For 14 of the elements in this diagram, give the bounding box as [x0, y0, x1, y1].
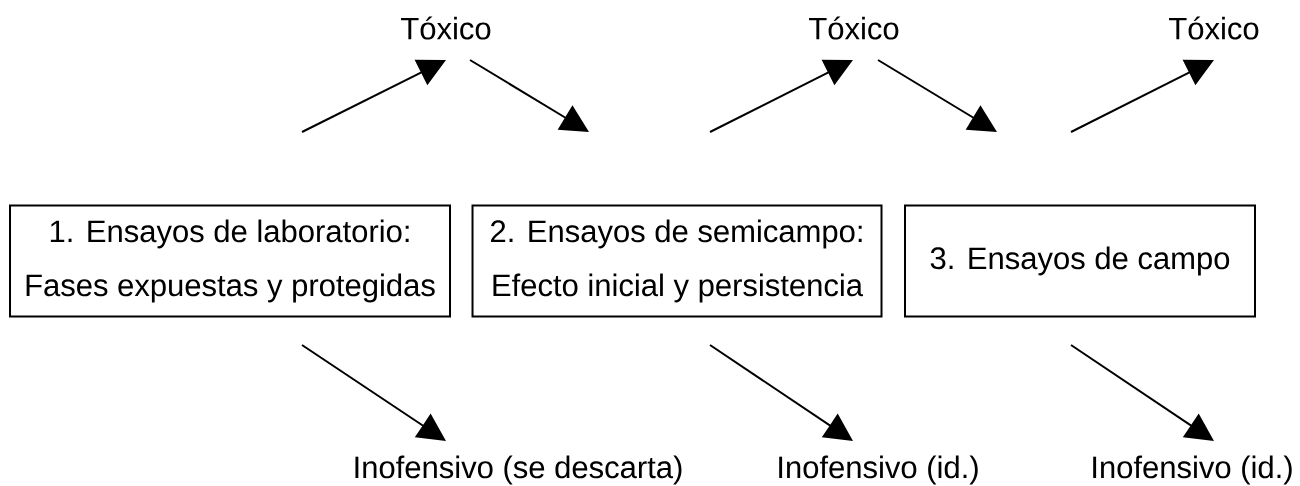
arrow	[877, 59, 997, 132]
arrow	[1070, 344, 1214, 441]
text-label: Inofensivo (se descarta)	[355, 455, 682, 485]
text-label: Inofensivo (id.)	[779, 455, 978, 485]
process-box: 3. Ensayos de campo	[904, 204, 1256, 318]
text-label: Tóxico	[401, 16, 491, 40]
arrow	[709, 344, 853, 441]
text-label: Inofensivo (id.)	[1093, 455, 1292, 485]
arrow	[301, 344, 446, 441]
process-box: 1. Ensayos de laboratorio: Fases expuestas y protegidas	[9, 204, 451, 318]
arrow	[469, 59, 589, 132]
text-label: Tóxico	[1169, 16, 1259, 40]
process-box: 2. Ensayos de semicampo: Efecto inicial y persistencia	[471, 204, 883, 318]
text-label: Tóxico	[809, 16, 899, 40]
